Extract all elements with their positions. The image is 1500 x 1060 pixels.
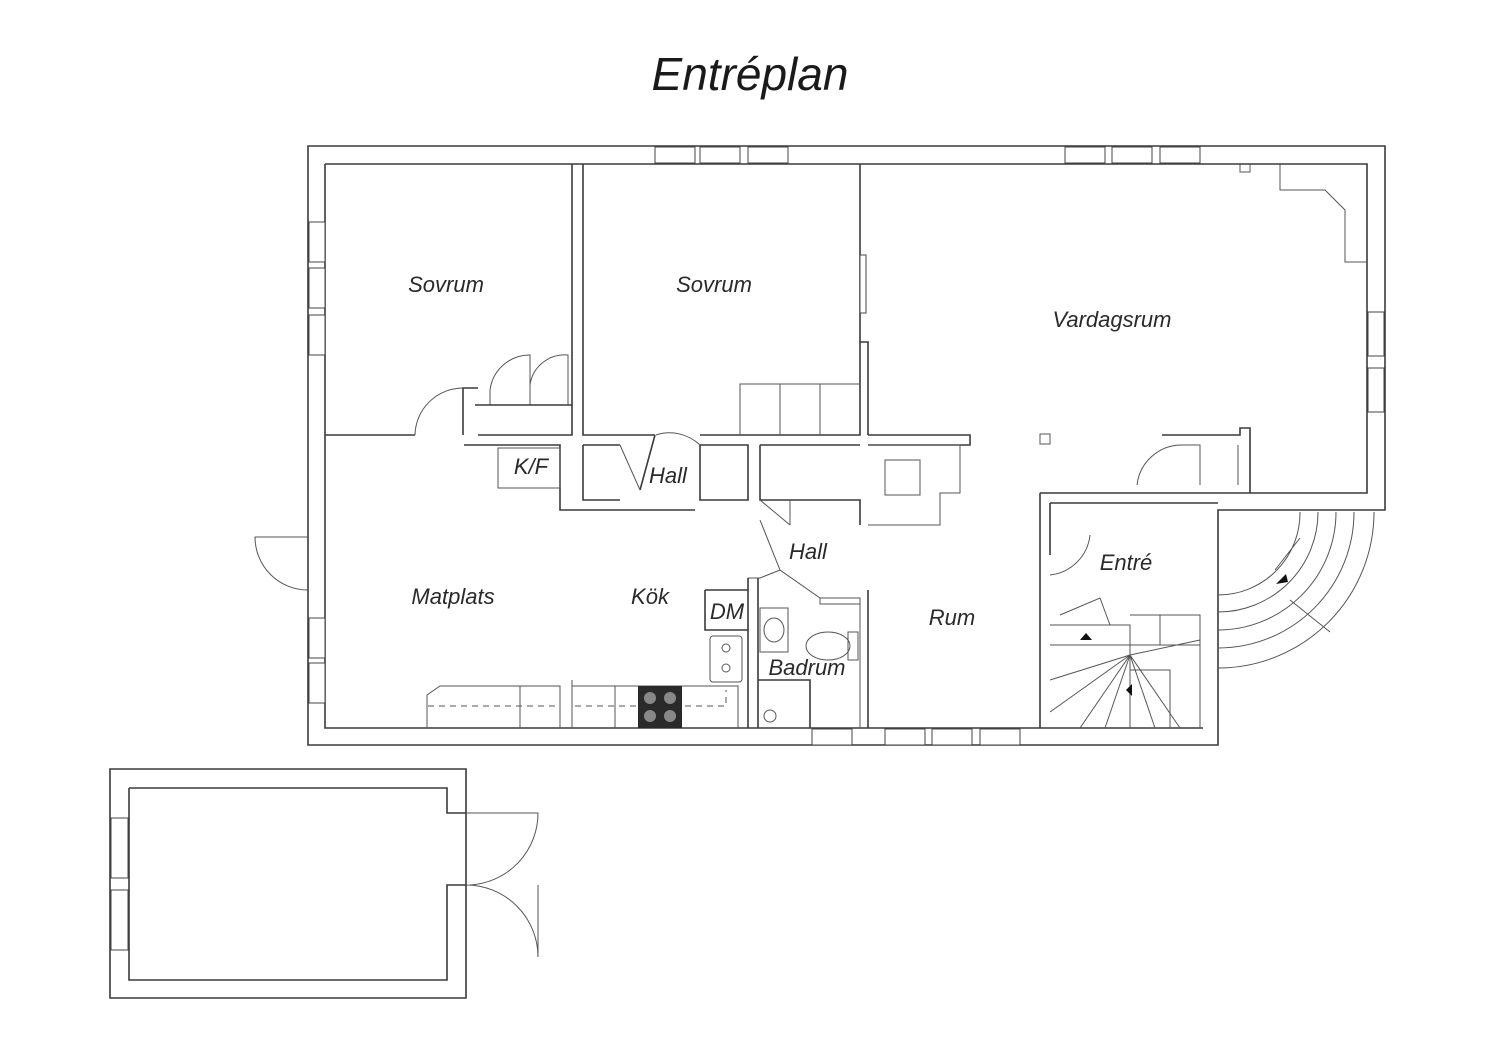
- label-vardagsrum: Vardagsrum: [1052, 307, 1171, 332]
- pillar: [1039, 433, 1051, 445]
- outer-wall: [307, 145, 1386, 746]
- label-dm: DM: [710, 599, 745, 624]
- sovrum-2-walls: [582, 164, 869, 436]
- label-hall-2: Hall: [789, 539, 828, 564]
- entry-arrow: [1276, 574, 1288, 584]
- kf-box: [497, 447, 561, 489]
- outbuilding-inner: [128, 787, 466, 981]
- vardagsrum-door: [1136, 444, 1239, 486]
- outside-steps: [1217, 511, 1375, 669]
- sink: [709, 635, 743, 683]
- label-sovrum-1: Sovrum: [408, 272, 484, 297]
- windows-bottom: [811, 728, 1021, 746]
- badrum-walls: [757, 578, 811, 728]
- lower-counter: [426, 680, 739, 728]
- sovrum-1-walls: [325, 164, 573, 436]
- label-rum: Rum: [929, 605, 975, 630]
- windows-right: [1367, 311, 1385, 413]
- toilet: [805, 631, 851, 661]
- closet-walls: [464, 404, 695, 511]
- sink-drain: [721, 643, 731, 653]
- sliding-door: [859, 254, 867, 314]
- stair-arrow-down: [1126, 684, 1132, 696]
- toilet-tank: [847, 631, 859, 661]
- label-hall-1: Hall: [649, 463, 688, 488]
- hall-door-arc-2: [759, 499, 791, 526]
- label-sovrum-2: Sovrum: [676, 272, 752, 297]
- fireplace: [868, 444, 961, 526]
- outbuilding-window: [110, 889, 129, 951]
- sink-drain: [721, 663, 731, 673]
- outbuilding-doors: [465, 812, 539, 958]
- windows-left: [308, 221, 326, 704]
- hall-2-door: [748, 519, 861, 728]
- main-house: [254, 145, 1386, 746]
- closet-door-arcs: [489, 354, 569, 405]
- outbuilding-outer: [109, 768, 467, 999]
- label-matplats: Matplats: [411, 584, 494, 609]
- windows-top: [654, 146, 1201, 164]
- outbuilding: [109, 768, 539, 999]
- upper-cabinets: [428, 690, 727, 707]
- bay-corner: [1279, 164, 1367, 263]
- wash-basin: [759, 607, 789, 653]
- side-door: [254, 536, 309, 591]
- wardrobe: [739, 383, 860, 435]
- stair-arrow-up: [1080, 633, 1092, 640]
- basin-bowl: [763, 617, 785, 643]
- hall-1-walls: [582, 434, 971, 525]
- plan-title: Entréplan: [652, 48, 849, 100]
- bump: [1239, 164, 1251, 173]
- door-arc: [414, 387, 464, 436]
- entre-door: [1049, 534, 1091, 576]
- kitchen-counter: [704, 578, 749, 728]
- label-kok: Kök: [631, 584, 670, 609]
- room-labels: Sovrum Sovrum Vardagsrum K/F Hall Hall M…: [408, 272, 1171, 680]
- label-entre: Entré: [1100, 550, 1153, 575]
- vardagsrum-lower-walls: [1039, 427, 1251, 728]
- outbuilding-window: [110, 817, 129, 879]
- inner-wall-line: [324, 163, 1368, 729]
- hall-door-arc: [619, 432, 701, 491]
- floor-drain: [763, 709, 777, 723]
- label-kf: K/F: [514, 454, 550, 479]
- stove: [638, 686, 682, 728]
- stair: [1049, 597, 1201, 729]
- label-badrum: Badrum: [768, 655, 845, 680]
